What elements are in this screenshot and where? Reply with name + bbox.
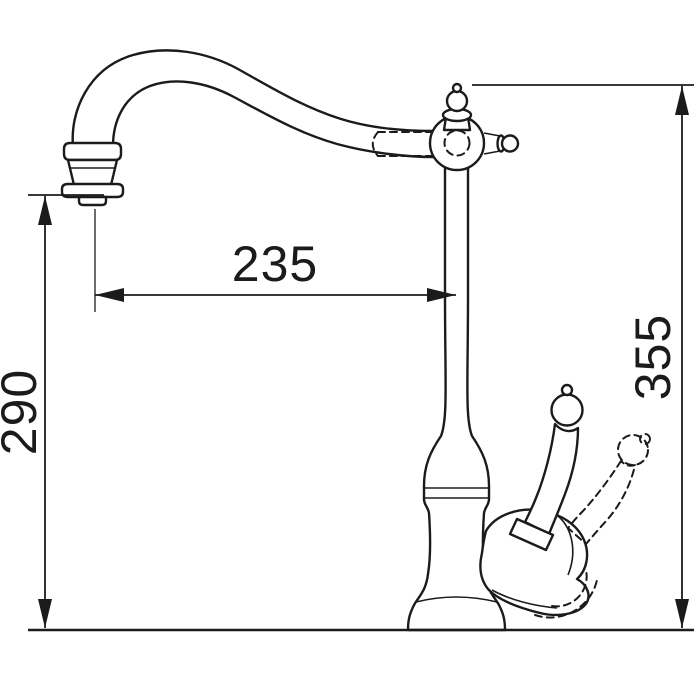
alt-lever-ball bbox=[617, 434, 649, 466]
side-nut-top-line bbox=[483, 132, 501, 137]
lever-socket-band bbox=[508, 517, 555, 552]
dimension-label-355: 355 bbox=[625, 314, 681, 400]
arrowhead-up-355 bbox=[675, 86, 689, 115]
arrowhead-left bbox=[95, 288, 124, 302]
finial-ball bbox=[445, 89, 469, 113]
bell-top-ring bbox=[62, 141, 123, 162]
arrowhead-down-290 bbox=[38, 599, 52, 628]
knuckle-endcap-line bbox=[557, 515, 574, 576]
dimension-label-290: 290 bbox=[0, 369, 47, 455]
arrowhead-right bbox=[427, 288, 456, 302]
dimension-spout-reach: 235 bbox=[94, 209, 456, 312]
hidden-pipe-dashed bbox=[371, 131, 438, 157]
rotation-arc-inner bbox=[551, 569, 588, 608]
side-nut-ball bbox=[500, 134, 520, 153]
lever-handle-alt-position bbox=[566, 433, 651, 546]
arrowhead-up-290 bbox=[38, 196, 52, 225]
dimensions: 235 290 355 bbox=[0, 84, 694, 632]
lever-stem bbox=[523, 422, 580, 536]
side-nut bbox=[483, 132, 520, 155]
joint-hidden-circle bbox=[443, 129, 471, 157]
side-nut-bottom-line bbox=[483, 150, 501, 155]
arrowhead-down-355 bbox=[675, 599, 689, 628]
lever-button bbox=[560, 383, 574, 397]
knuckle-barrel-line bbox=[491, 589, 558, 609]
alt-lever-stem bbox=[566, 459, 637, 546]
alt-lever-button bbox=[639, 433, 651, 445]
lever-ball bbox=[550, 393, 584, 427]
top-finial bbox=[441, 82, 473, 132]
base-joint-line bbox=[415, 596, 498, 603]
faucet bbox=[60, 49, 651, 632]
bell-bottom-ring bbox=[60, 182, 125, 199]
dimension-outlet-height: 290 bbox=[0, 194, 104, 628]
outlet-stub bbox=[77, 195, 108, 207]
bell-body bbox=[66, 158, 119, 187]
hidden-pipe-cap bbox=[371, 131, 379, 157]
finial-nub bbox=[451, 82, 463, 94]
dimension-total-height: 355 bbox=[472, 84, 694, 628]
rotation-arc-outer bbox=[534, 579, 598, 619]
spout-arm bbox=[71, 49, 436, 159]
spout-outlet bbox=[60, 141, 125, 207]
dimension-label-235: 235 bbox=[232, 236, 318, 292]
lever-handle bbox=[479, 383, 598, 619]
